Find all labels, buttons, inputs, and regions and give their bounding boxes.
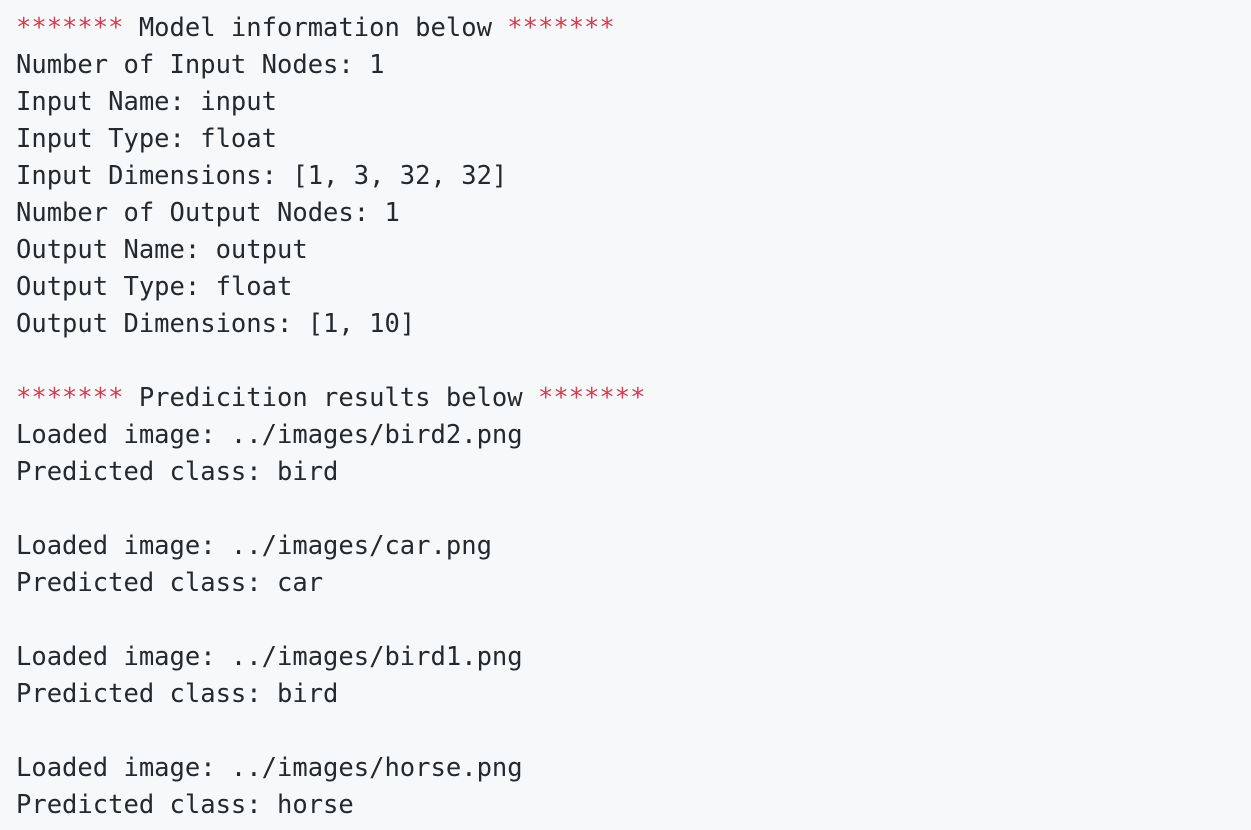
asterisks-right: ******* (537, 383, 646, 413)
predicted-class-line: Predicted class: car (16, 568, 324, 598)
output-nodes-count-line: Number of Output Nodes: 1 (16, 198, 400, 228)
model-info-header-line: ******* Model information below ******* (16, 10, 1251, 47)
loaded-image-line: Loaded image: ../images/bird2.png (16, 420, 523, 450)
loaded-image-line: Loaded image: ../images/bird1.png (16, 642, 523, 672)
predicted-class-line: Predicted class: bird (16, 679, 339, 709)
model-info-header: Model information below (123, 13, 508, 43)
predicted-class-line: Predicted class: horse (16, 790, 354, 820)
loaded-image-line: Loaded image: ../images/car.png (16, 531, 492, 561)
prediction-results-header-line: ******* Predicition results below ******… (16, 380, 1251, 417)
output-name-line: Output Name: output (16, 235, 308, 265)
input-nodes-count-line: Number of Input Nodes: 1 (16, 50, 385, 80)
output-dimensions-line: Output Dimensions: [1, 10] (16, 309, 416, 339)
input-name-line: Input Name: input (16, 87, 277, 117)
prediction-results-header: Predicition results below (123, 383, 538, 413)
blank-line (16, 713, 1251, 750)
blank-line (16, 602, 1251, 639)
input-dimensions-line: Input Dimensions: [1, 3, 32, 32] (16, 161, 508, 191)
loaded-image-line: Loaded image: ../images/horse.png (16, 753, 523, 783)
asterisks-right: ******* (507, 13, 615, 43)
asterisks-left: ******* (16, 383, 124, 413)
predicted-class-line: Predicted class: bird (16, 457, 339, 487)
input-type-line: Input Type: float (16, 124, 277, 154)
blank-line (16, 491, 1251, 528)
blank-line (16, 343, 1251, 380)
output-type-line: Output Type: float (16, 272, 293, 302)
asterisks-left: ******* (16, 13, 124, 43)
